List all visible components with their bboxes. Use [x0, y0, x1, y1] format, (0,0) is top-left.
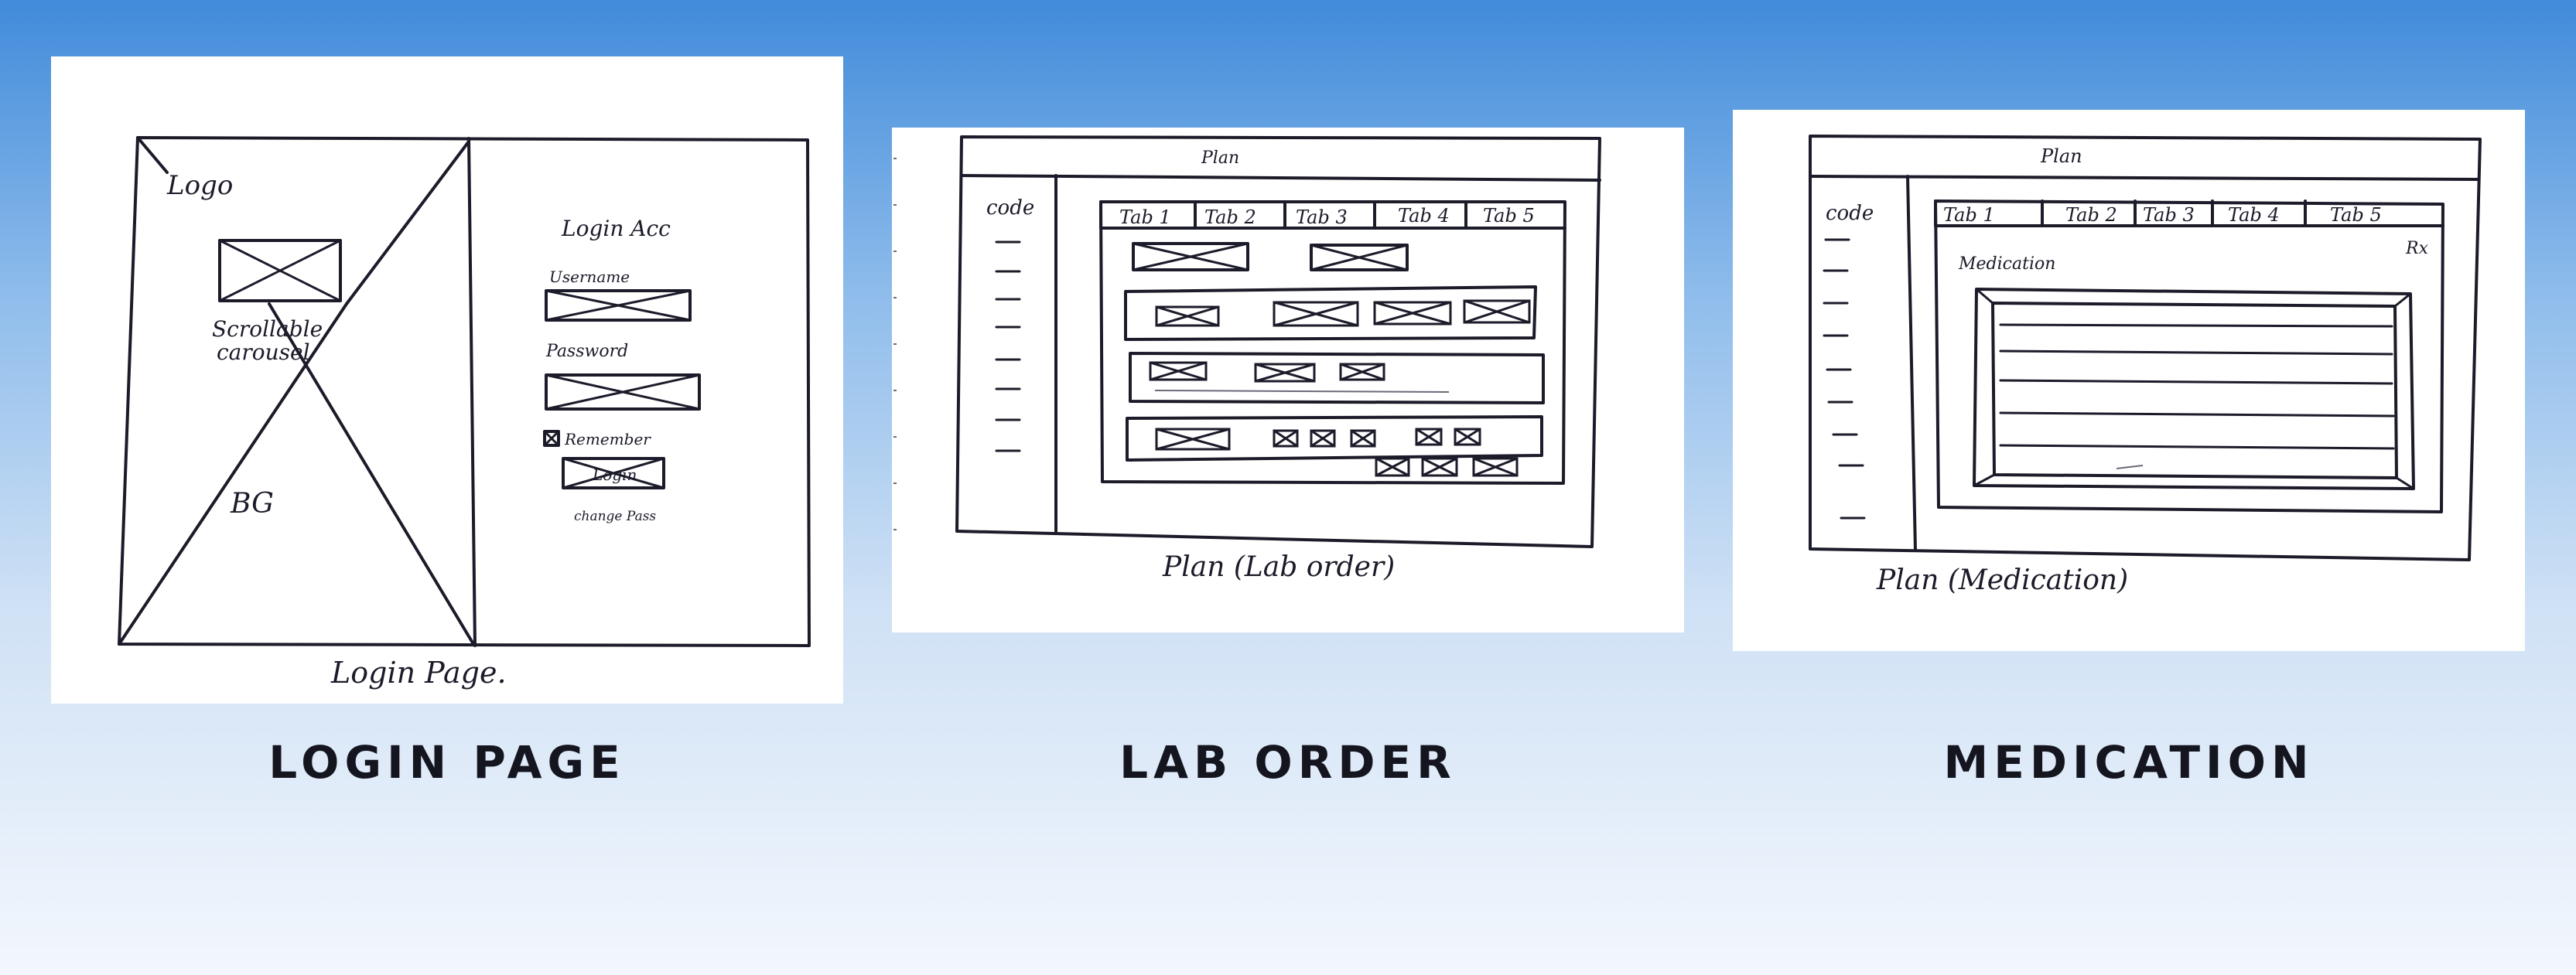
carousel-image-placeholder [218, 239, 342, 302]
bg-cross-line-2 [345, 140, 470, 305]
lab-top-image-2 [1310, 244, 1409, 271]
med-tab-bar [1934, 199, 2444, 227]
change-pass-label: change Pass [574, 509, 656, 524]
med-content-panel [1934, 199, 2444, 513]
lab-scan-edge-ticks [893, 158, 897, 530]
remember-checkbox [543, 430, 560, 447]
lab-row-3 [1126, 415, 1543, 462]
med-tab-2: Tab 2 [2065, 204, 2117, 226]
login-sketch-drawing: Logo Scrollable carousel BG Login Acc Us… [118, 136, 811, 690]
login-button-placeholder [562, 457, 665, 489]
lab-order-sketch-card: Plan code Tab 1 Tab 2 Tab 3 Tab 4 Tab 5 … [892, 128, 1684, 632]
med-header-line [1809, 175, 2479, 181]
username-label: Username [549, 268, 630, 286]
logo-pointer [136, 136, 169, 174]
lab-sidebar-label: code [986, 196, 1034, 220]
lab-order-sketch-drawing: Plan code Tab 1 Tab 2 Tab 3 Tab 4 Tab 5 … [893, 135, 1601, 583]
carousel-label-line1: Scrollable [212, 316, 323, 342]
lab-header-label: Plan [1201, 148, 1239, 168]
lab-tab-5: Tab 5 [1483, 205, 1535, 227]
lab-tab-2: Tab 2 [1204, 206, 1256, 228]
lab-row-1 [1124, 285, 1537, 341]
login-caption: Login Page. [330, 656, 507, 690]
lab-content-panel [1099, 200, 1566, 485]
lab-order-title: LAB ORDER [1119, 736, 1457, 789]
lab-tab-4: Tab 4 [1398, 205, 1450, 227]
lab-tab-bar [1099, 200, 1566, 230]
lab-row-2-underline [1154, 390, 1450, 393]
lab-row-2 [1129, 352, 1545, 404]
med-outer-frame [1809, 135, 2482, 561]
med-tab-1: Tab 1 [1943, 204, 1995, 226]
bg-cross-line-1 [118, 302, 348, 646]
lab-top-image-1 [1132, 242, 1249, 271]
med-table-rows [1999, 323, 2395, 450]
bg-cross-line-3 [268, 302, 475, 646]
med-sidebar-items [1823, 238, 1866, 520]
med-rx-label: Rx [2405, 239, 2429, 258]
lab-row-2-items [1149, 361, 1385, 383]
password-field-placeholder [545, 373, 701, 411]
med-sidebar-label: code [1826, 202, 1874, 225]
login-sketch-card: Logo Scrollable carousel BG Login Acc Us… [51, 56, 843, 704]
remember-label: Remember [564, 430, 651, 448]
med-tab-4: Tab 4 [2228, 204, 2280, 226]
med-table-inner [1991, 302, 2398, 479]
login-divider [467, 137, 477, 647]
logo-label: Logo [166, 170, 233, 201]
med-caption: Plan (Medication) [1876, 564, 2128, 596]
lab-sidebar-items [995, 240, 1021, 452]
lab-tab-3: Tab 3 [1296, 206, 1348, 228]
username-field-placeholder [545, 289, 692, 322]
medication-title: MEDICATION [1943, 736, 2315, 789]
bg-label: BG [230, 488, 274, 520]
med-section-label: Medication [1958, 254, 2055, 274]
login-button-label: Login [592, 465, 637, 484]
med-table-corners [1973, 288, 2415, 490]
login-heading-label: Login Acc [561, 216, 671, 241]
lab-caption: Plan (Lab order) [1162, 551, 1395, 583]
med-tab-5: Tab 5 [2330, 204, 2382, 226]
med-tab-3: Tab 3 [2143, 204, 2195, 226]
medication-sketch-drawing: Plan code Tab 1 Tab 2 Tab 3 Tab 4 Tab 5 … [1809, 135, 2482, 596]
med-sidebar-divider [1906, 175, 1917, 552]
med-table-outer [1973, 288, 2415, 490]
lab-row-1-items [1155, 299, 1531, 327]
login-outer-frame [118, 136, 811, 647]
carousel-label-line2: carousel [217, 339, 310, 365]
med-table-scribble [2116, 465, 2144, 469]
medication-sketch-card: Plan code Tab 1 Tab 2 Tab 3 Tab 4 Tab 5 … [1733, 110, 2525, 651]
lab-row-3-items [1155, 428, 1481, 451]
lab-outer-frame [955, 135, 1601, 548]
login-page-title: LOGIN PAGE [268, 736, 626, 789]
lab-header-line [960, 174, 1601, 182]
med-header-label: Plan [2040, 145, 2082, 167]
lab-tab-1: Tab 1 [1119, 206, 1171, 228]
password-label: Password [545, 342, 628, 361]
lab-action-buttons [1375, 457, 1519, 477]
